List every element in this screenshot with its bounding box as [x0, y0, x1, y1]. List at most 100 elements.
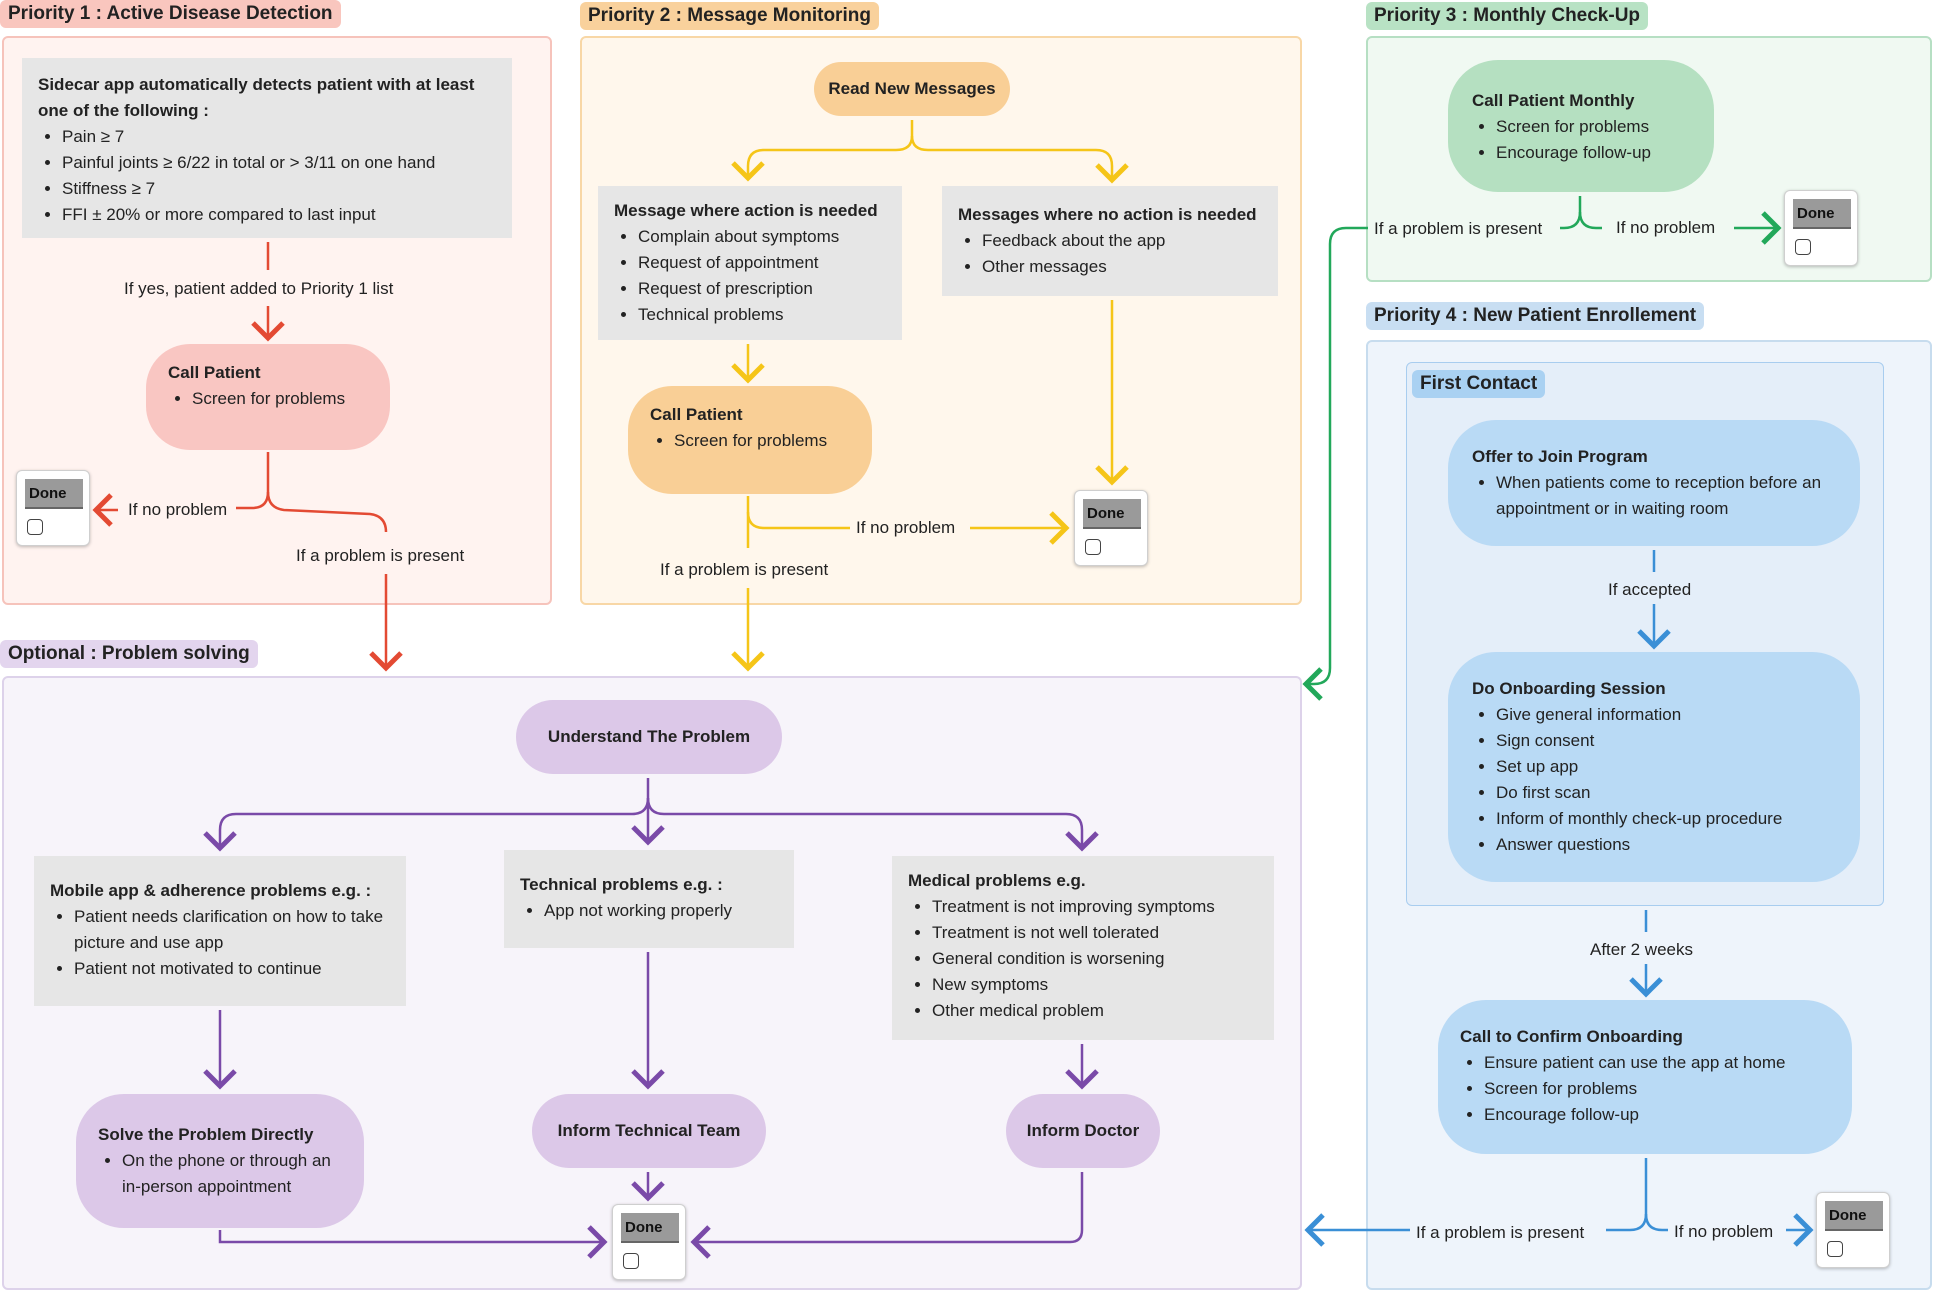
list-item: Treatment is not well tolerated: [932, 920, 1258, 946]
list-item: Encourage follow-up: [1484, 1102, 1830, 1128]
done-header: Done: [1793, 199, 1851, 229]
p1-done-card: Done: [16, 470, 90, 546]
list-item: When patients come to reception before a…: [1496, 470, 1836, 522]
list-item: Treatment is not improving symptoms: [932, 894, 1258, 920]
list-item: General condition is worsening: [932, 946, 1258, 972]
p4-if-no-label: If no problem: [1674, 1222, 1774, 1241]
opt-mobile-box: Mobile app & adherence problems e.g. : P…: [34, 856, 406, 1006]
p1-if-yes-label: If yes, patient added to Priority 1 list: [124, 279, 394, 298]
done-header: Done: [621, 1213, 679, 1243]
opt-split-right: [646, 797, 1099, 852]
p4-offer-title: Offer to Join Program: [1472, 447, 1648, 466]
p2-call-patient: Call Patient Screen for problems: [628, 386, 872, 494]
p2-read-messages: Read New Messages: [814, 62, 1010, 116]
opt-arrow-solve-done: [218, 1225, 608, 1259]
done-checkbox[interactable]: [1795, 239, 1811, 255]
list-item: Screen for problems: [1496, 114, 1690, 140]
list-item: Other medical problem: [932, 998, 1258, 1024]
opt-solve-directly: Solve the Problem Directly On the phone …: [76, 1094, 364, 1228]
opt-understand-problem: Understand The Problem: [516, 700, 782, 774]
p1-if-no-label: If no problem: [128, 500, 228, 519]
p3-call-title: Call Patient Monthly: [1472, 91, 1635, 110]
p1-call-patient: Call Patient Screen for problems: [146, 344, 390, 450]
list-item: Inform of monthly check-up procedure: [1496, 806, 1836, 832]
p2-split-right: [910, 135, 1129, 184]
list-item: Screen for problems: [1484, 1076, 1830, 1102]
list-item: Do first scan: [1496, 780, 1836, 806]
p4-done-card: Done: [1816, 1192, 1890, 1268]
optional-tag: Optional : Problem solving: [0, 640, 258, 668]
p1-detection-title: Sidecar app automatically detects patien…: [38, 75, 475, 120]
opt-medical-box: Medical problems e.g. Treatment is not i…: [892, 856, 1274, 1040]
list-item: App not working properly: [544, 898, 778, 924]
p1-branch-right: [266, 491, 388, 533]
opt-tech-title: Technical problems e.g. :: [520, 875, 723, 894]
list-item: FFI ± 20% or more compared to last input: [62, 202, 496, 228]
list-item: Feedback about the app: [982, 228, 1262, 254]
list-item: Request of appointment: [638, 250, 886, 276]
p2-read-label: Read New Messages: [828, 79, 996, 98]
p2-action-box: Message where action is needed Complain …: [598, 186, 902, 340]
done-header: Done: [1083, 499, 1141, 529]
done-checkbox[interactable]: [1085, 539, 1101, 555]
priority4-tag: Priority 4 : New Patient Enrollement: [1366, 302, 1705, 330]
done-checkbox[interactable]: [27, 519, 43, 535]
done-checkbox[interactable]: [1827, 1241, 1843, 1257]
p1-detection-box: Sidecar app automatically detects patien…: [22, 58, 512, 238]
p3-arrow-present: [1302, 226, 1368, 701]
p1-call-title: Call Patient: [168, 363, 261, 382]
priority2-tag: Priority 2 : Message Monitoring: [580, 2, 879, 30]
list-item: Request of prescription: [638, 276, 886, 302]
p2-action-title: Message where action is needed: [614, 201, 878, 220]
opt-tech-box: Technical problems e.g. : App not workin…: [504, 850, 794, 948]
p4-if-accepted-label: If accepted: [1608, 580, 1692, 599]
p4-if-present-label: If a problem is present: [1416, 1223, 1585, 1242]
p2-split: [731, 120, 914, 182]
opt-solve-title: Solve the Problem Directly: [98, 1125, 314, 1144]
p4-confirm-title: Call to Confirm Onboarding: [1460, 1027, 1683, 1046]
p3-if-present-label: If a problem is present: [1374, 219, 1543, 238]
list-item: Give general information: [1496, 702, 1836, 728]
p3-branch-left: [1560, 196, 1582, 230]
list-item: Other messages: [982, 254, 1262, 280]
priority3-tag: Priority 3 : Monthly Check-Up: [1366, 2, 1649, 30]
p4-branch-right: [1644, 1213, 1668, 1232]
p2-if-present-label: If a problem is present: [660, 560, 829, 579]
p3-if-no-label: If no problem: [1616, 218, 1716, 237]
done-checkbox[interactable]: [623, 1253, 639, 1269]
opt-medical-title: Medical problems e.g.: [908, 871, 1086, 890]
list-item: Encourage follow-up: [1496, 140, 1690, 166]
p1-if-present-label: If a problem is present: [296, 546, 465, 565]
p4-confirm-onboarding: Call to Confirm Onboarding Ensure patien…: [1438, 1000, 1852, 1154]
opt-mobile-title: Mobile app & adherence problems e.g. :: [50, 881, 372, 900]
opt-inform-doctor-label: Inform Doctor: [1026, 1121, 1140, 1140]
list-item: Screen for problems: [674, 428, 850, 454]
opt-arrow-doctor-done: [690, 1172, 1084, 1259]
list-item: On the phone or through an in-person app…: [122, 1148, 342, 1200]
list-item: Screen for problems: [192, 386, 368, 412]
list-item: Stiffness ≥ 7: [62, 176, 496, 202]
p1-branch: [236, 452, 270, 510]
p4-offer-join: Offer to Join Program When patients come…: [1448, 420, 1860, 546]
p3-branch-right: [1578, 211, 1602, 230]
list-item: Complain about symptoms: [638, 224, 886, 250]
opt-done-card: Done: [612, 1204, 686, 1280]
opt-inform-tech: Inform Technical Team: [532, 1094, 766, 1168]
list-item: Ensure patient can use the app at home: [1484, 1050, 1830, 1076]
p4-after-label: After 2 weeks: [1590, 940, 1693, 959]
p2-call-title: Call Patient: [650, 405, 743, 424]
list-item: Sign consent: [1496, 728, 1836, 754]
list-item: Pain ≥ 7: [62, 124, 496, 150]
list-item: Painful joints ≥ 6/22 in total or > 3/11…: [62, 150, 496, 176]
p4-branch-left: [1606, 1158, 1648, 1232]
list-item: Patient not motivated to continue: [74, 956, 390, 982]
priority1-tag: Priority 1 : Active Disease Detection: [0, 0, 341, 28]
p4-onboarding-session: Do Onboarding Session Give general infor…: [1448, 652, 1860, 882]
opt-inform-tech-label: Inform Technical Team: [557, 1121, 741, 1140]
first-contact-tag: First Contact: [1412, 370, 1546, 398]
p2-noaction-title: Messages where no action is needed: [958, 205, 1257, 224]
p2-branch: [746, 496, 850, 530]
done-header: Done: [25, 479, 83, 509]
p2-noaction-box: Messages where no action is needed Feedb…: [942, 186, 1278, 296]
